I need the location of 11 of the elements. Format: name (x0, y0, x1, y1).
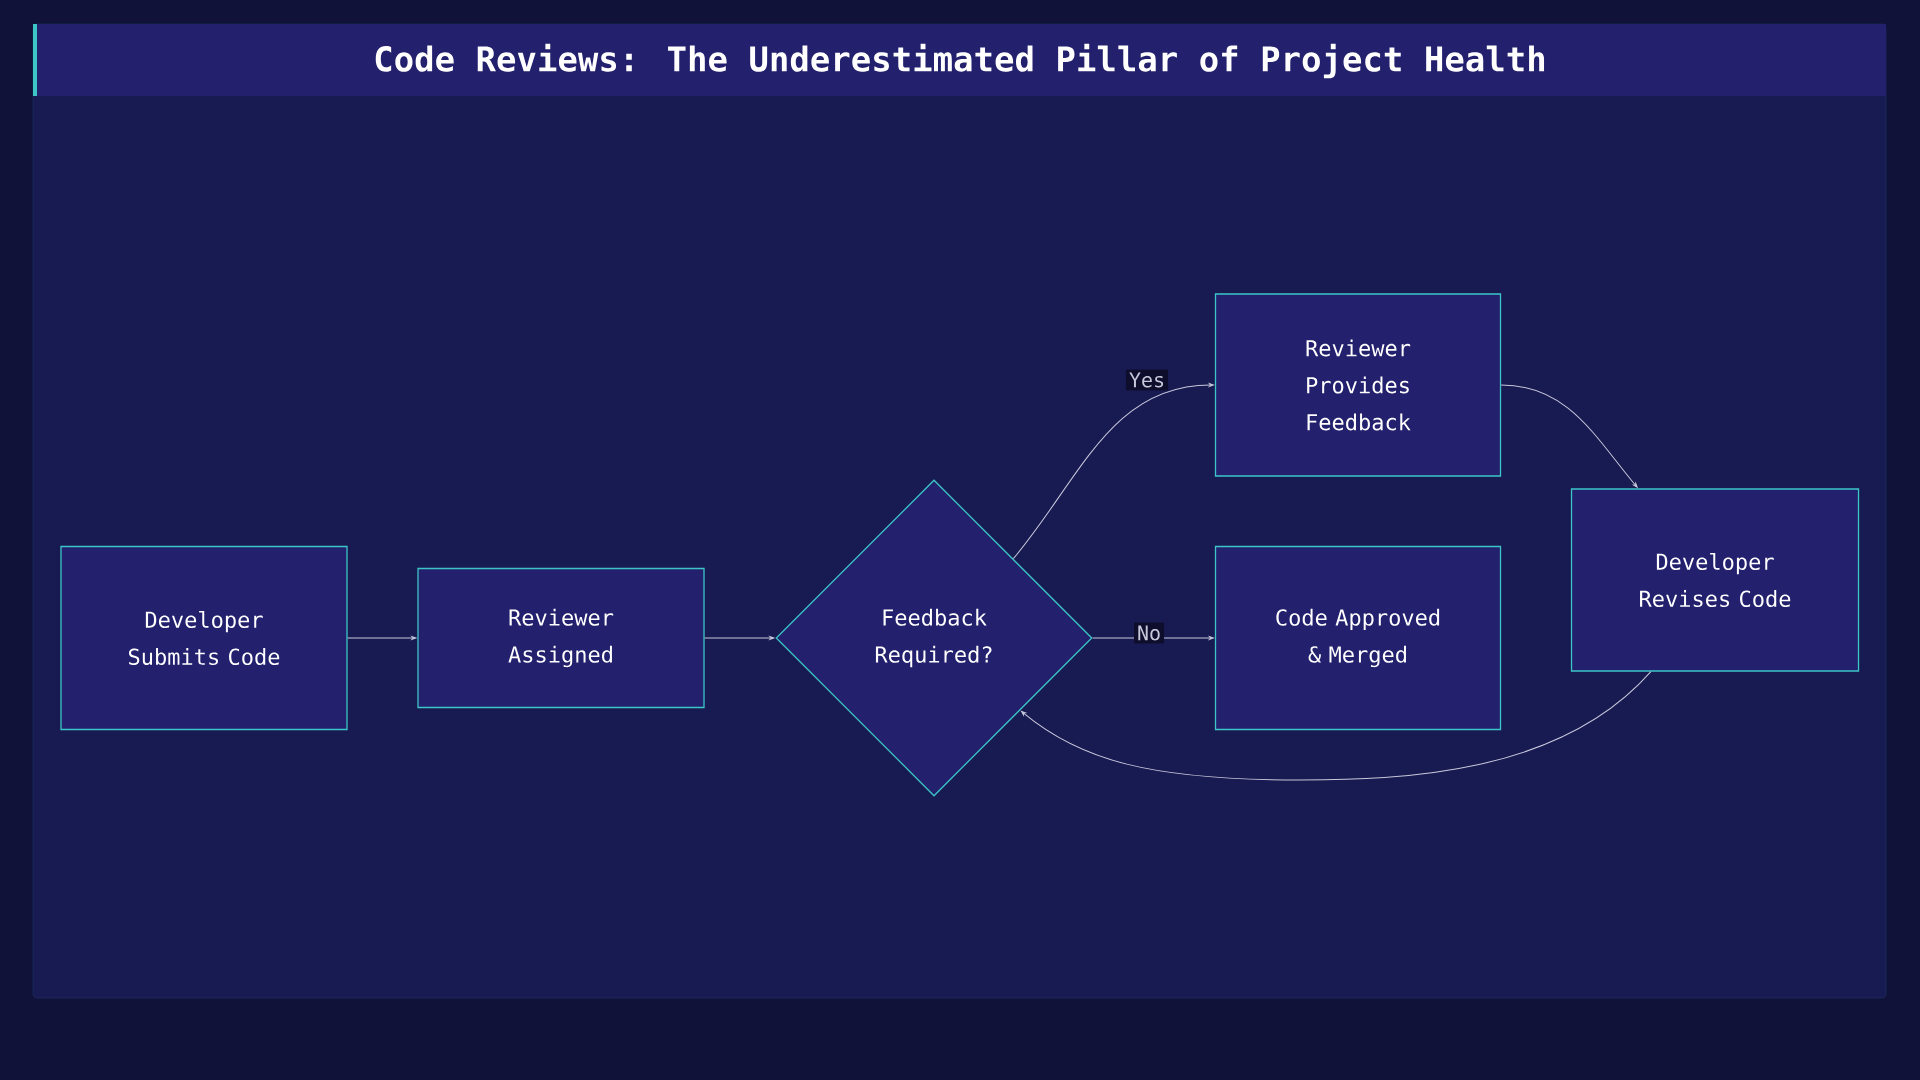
arrow (1020, 671, 1652, 781)
process-box: Developer Revises Code (1570, 488, 1860, 672)
title-bar: Code Reviews: The Underestimated Pillar of Project Health (33, 24, 1886, 96)
arrow (1012, 383, 1214, 560)
arrow (1500, 384, 1638, 488)
process-box: Developer Submits Code (60, 545, 348, 731)
process-box: Code Approved & Merged (1214, 545, 1502, 731)
arrow (347, 636, 417, 640)
arrow (704, 636, 775, 640)
process-box: Reviewer Provides Feedback (1214, 293, 1502, 477)
process-box: Reviewer Assigned (417, 567, 705, 709)
